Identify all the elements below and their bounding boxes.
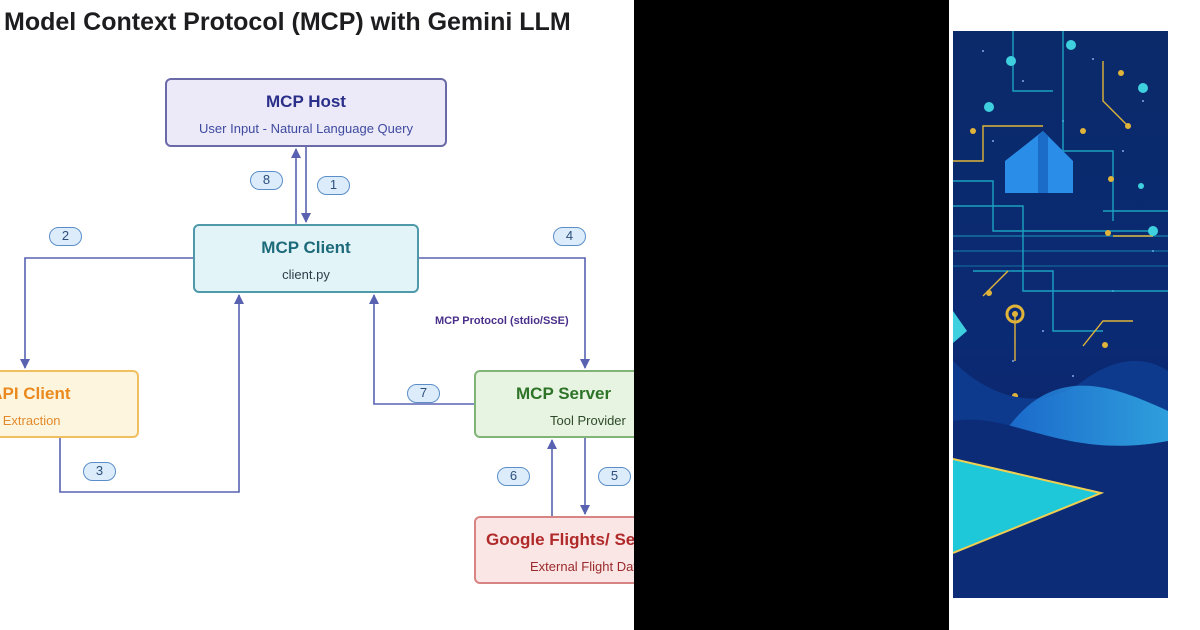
arrow-step-2	[20, 257, 193, 369]
mcp-server-node: MCP Server Tool Provider	[474, 370, 634, 438]
mcp-client-node: MCP Client client.py	[193, 224, 419, 293]
step-badge-5: 5	[598, 467, 631, 486]
step-badge-4: 4	[553, 227, 586, 246]
step-badge-2: 2	[49, 227, 82, 246]
mcp-server-name: MCP Server	[516, 384, 612, 403]
connector-lines	[20, 147, 590, 516]
arrow-step-7	[369, 294, 474, 405]
diagram-title: Model Context Protocol (MCP) with Gemini…	[4, 8, 571, 36]
gemini-api-client-name: Gemini API Client	[0, 384, 71, 403]
step-badge-6: 6	[497, 467, 530, 486]
gemini-api-client-sub: Parameter Extraction	[0, 413, 61, 428]
step-badge-3: 3	[83, 462, 116, 481]
arrow-step-3	[59, 294, 244, 493]
google-flights-node: Google Flights/ SerpAPI External Flight …	[474, 516, 634, 584]
protocol-label: MCP Protocol (stdio/SSE)	[435, 315, 569, 327]
mcp-host-name: MCP Host	[266, 92, 346, 111]
mcp-host-sub: User Input - Natural Language Query	[199, 121, 413, 136]
black-panel	[634, 0, 949, 630]
google-flights-name: Google Flights/ SerpAPI	[486, 530, 634, 549]
step-badge-8: 8	[250, 171, 283, 190]
google-flights-sub: External Flight Data	[530, 559, 634, 574]
step-badge-1: 1	[317, 176, 350, 195]
mcp-host-node: MCP Host User Input - Natural Language Q…	[165, 78, 447, 147]
gemini-api-client-node: Gemini API Client Parameter Extraction	[0, 370, 139, 438]
circuit-board-illustration-icon	[953, 31, 1168, 598]
mcp-client-name: MCP Client	[261, 238, 351, 257]
step-badge-7: 7	[407, 384, 440, 403]
mcp-client-sub: client.py	[282, 267, 330, 282]
diagram-panel: Model Context Protocol (MCP) with Gemini…	[0, 8, 634, 584]
arrow-step-4	[419, 257, 590, 369]
mcp-server-sub: Tool Provider	[550, 413, 626, 428]
